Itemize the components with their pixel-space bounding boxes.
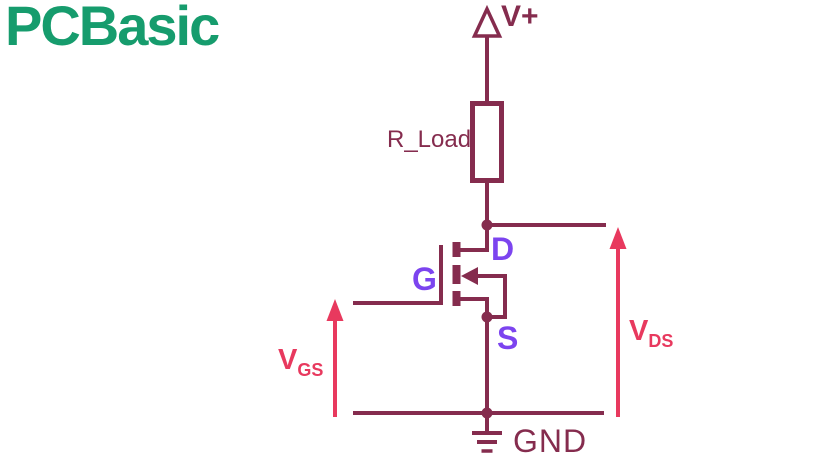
mosfet-drain-bar <box>452 242 461 257</box>
gate-terminal-label: G <box>412 261 437 297</box>
vgs-label-sub: GS <box>297 359 324 380</box>
source-junction-dot <box>481 311 493 323</box>
mosfet-body-arrow-icon <box>461 267 478 285</box>
supply-label: V+ <box>501 0 539 33</box>
source-terminal-label: S <box>497 320 519 356</box>
vds-label-base: V <box>629 315 649 347</box>
resistor-body <box>470 101 504 183</box>
supply-arrow-icon <box>471 4 503 38</box>
mosfet-source-lead <box>458 297 489 413</box>
mosfet-source-bar <box>452 291 461 306</box>
resistor-label: R_Load <box>387 126 472 153</box>
mosfet-drain-lead <box>458 228 489 252</box>
drain-terminal-label: D <box>491 231 515 267</box>
vgs-arrowhead-icon <box>326 299 344 321</box>
logo-text: PCBasic <box>5 0 220 57</box>
vds-arrowhead-icon <box>609 227 627 249</box>
wire-body-tie <box>476 274 507 319</box>
vgs-label-base: V <box>278 344 298 376</box>
ground-label: GND <box>513 423 588 457</box>
vgs-label: VGS <box>278 344 323 379</box>
vds-label-sub: DS <box>648 330 674 351</box>
vds-label: VDS <box>629 315 673 350</box>
pcbasic-logo: PCBasic <box>5 0 220 58</box>
mosfet-body-bar <box>452 265 461 284</box>
